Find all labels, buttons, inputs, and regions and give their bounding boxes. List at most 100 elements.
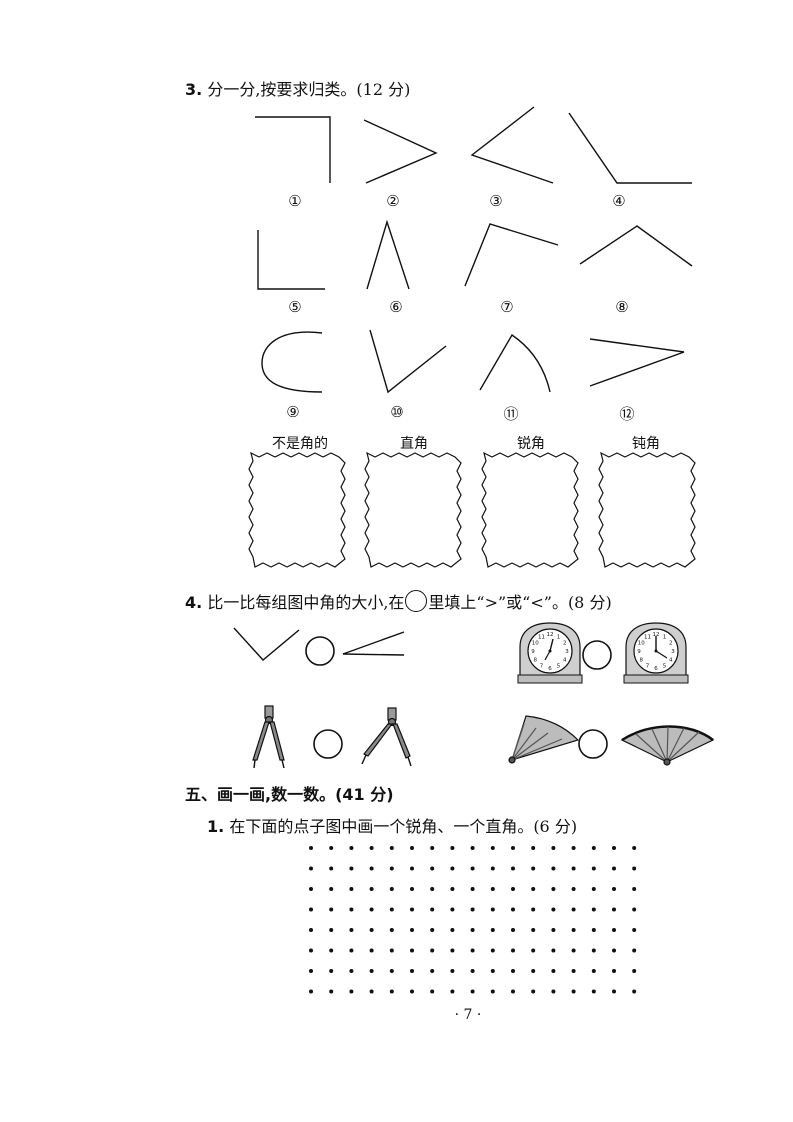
grid-dot[interactable] [490,866,495,871]
grid-dot[interactable] [551,948,556,953]
grid-dot[interactable] [389,969,394,973]
grid-dot[interactable] [450,948,455,953]
grid-dot[interactable] [470,866,475,871]
grid-dot[interactable] [571,969,576,973]
grid-dot[interactable] [389,948,394,953]
grid-dot[interactable] [571,846,576,850]
grid-dot[interactable] [531,907,536,912]
grid-dot[interactable] [531,846,536,850]
grid-dot[interactable] [612,969,616,973]
grid-dot[interactable] [450,866,455,871]
grid-dot[interactable] [551,887,556,891]
grid-dot[interactable] [490,928,495,932]
grid-dot[interactable] [329,907,334,912]
grid-dot[interactable] [329,887,334,891]
grid-dot[interactable] [632,907,637,912]
grid-dot[interactable] [349,846,354,850]
grid-dot[interactable] [511,948,515,953]
grid-dot[interactable] [531,928,536,932]
grid-dot[interactable] [511,989,515,994]
grid-dot[interactable] [450,969,455,973]
grid-dot[interactable] [410,846,414,850]
grid-dot[interactable] [490,948,495,953]
grid-dot[interactable] [632,846,637,850]
grid-dot[interactable] [511,846,515,850]
grid-dot[interactable] [349,969,354,973]
grid-dot[interactable] [430,969,435,973]
grid-dot[interactable] [309,989,313,994]
grid-dot[interactable] [410,948,414,953]
grid-dot[interactable] [511,866,515,871]
grid-dot[interactable] [410,907,414,912]
grid-dot[interactable] [369,907,374,912]
grid-dot[interactable] [612,846,616,850]
grid-dot[interactable] [369,969,374,973]
grid-dot[interactable] [389,846,394,850]
grid-dot[interactable] [410,866,414,871]
grid-dot[interactable] [410,969,414,973]
grid-dot[interactable] [369,989,374,994]
grid-dot[interactable] [450,907,455,912]
grid-dot[interactable] [632,969,637,973]
grid-dot[interactable] [309,907,313,912]
answer-frame-4[interactable] [598,451,696,568]
answer-frame-1[interactable] [248,451,346,568]
grid-dot[interactable] [430,907,435,912]
grid-dot[interactable] [329,866,334,871]
grid-dot[interactable] [369,948,374,953]
grid-dot[interactable] [531,969,536,973]
grid-dot[interactable] [470,969,475,973]
grid-dot[interactable] [450,846,455,850]
grid-dot[interactable] [450,989,455,994]
grid-dot[interactable] [591,969,596,973]
grid-dot[interactable] [632,887,637,891]
grid-dot[interactable] [531,887,536,891]
grid-dot[interactable] [632,928,637,932]
grid-dot[interactable] [591,887,596,891]
grid-dot[interactable] [591,989,596,994]
grid-dot[interactable] [571,928,576,932]
grid-dot[interactable] [389,907,394,912]
grid-dot[interactable] [329,969,334,973]
grid-dot[interactable] [369,846,374,850]
grid-dot[interactable] [490,969,495,973]
grid-dot[interactable] [349,866,354,871]
grid-dot[interactable] [369,866,374,871]
grid-dot[interactable] [571,887,576,891]
grid-dot[interactable] [571,948,576,953]
grid-dot[interactable] [490,846,495,850]
grid-dot[interactable] [511,887,515,891]
grid-dot[interactable] [369,887,374,891]
grid-dot[interactable] [410,989,414,994]
grid-dot[interactable] [632,866,637,871]
grid-dot[interactable] [470,846,475,850]
grid-dot[interactable] [531,948,536,953]
grid-dot[interactable] [511,928,515,932]
grid-dot[interactable] [329,989,334,994]
grid-dot[interactable] [470,887,475,891]
grid-dot[interactable] [571,907,576,912]
grid-dot[interactable] [490,887,495,891]
grid-dot[interactable] [470,989,475,994]
grid-dot[interactable] [410,887,414,891]
grid-dot[interactable] [389,989,394,994]
grid-dot[interactable] [531,989,536,994]
grid-dot[interactable] [389,928,394,932]
grid-dot[interactable] [329,846,334,850]
grid-dot[interactable] [490,907,495,912]
grid-dot[interactable] [349,948,354,953]
grid-dot[interactable] [430,948,435,953]
grid-dot[interactable] [410,928,414,932]
grid-dot[interactable] [309,948,313,953]
grid-dot[interactable] [329,948,334,953]
grid-dot[interactable] [551,846,556,850]
grid-dot[interactable] [612,989,616,994]
grid-dot[interactable] [369,928,374,932]
grid-dot[interactable] [632,948,637,953]
grid-dot[interactable] [551,866,556,871]
grid-dot[interactable] [450,928,455,932]
grid-dot[interactable] [389,866,394,871]
grid-dot[interactable] [470,928,475,932]
answer-frame-2[interactable] [364,451,462,568]
grid-dot[interactable] [612,887,616,891]
